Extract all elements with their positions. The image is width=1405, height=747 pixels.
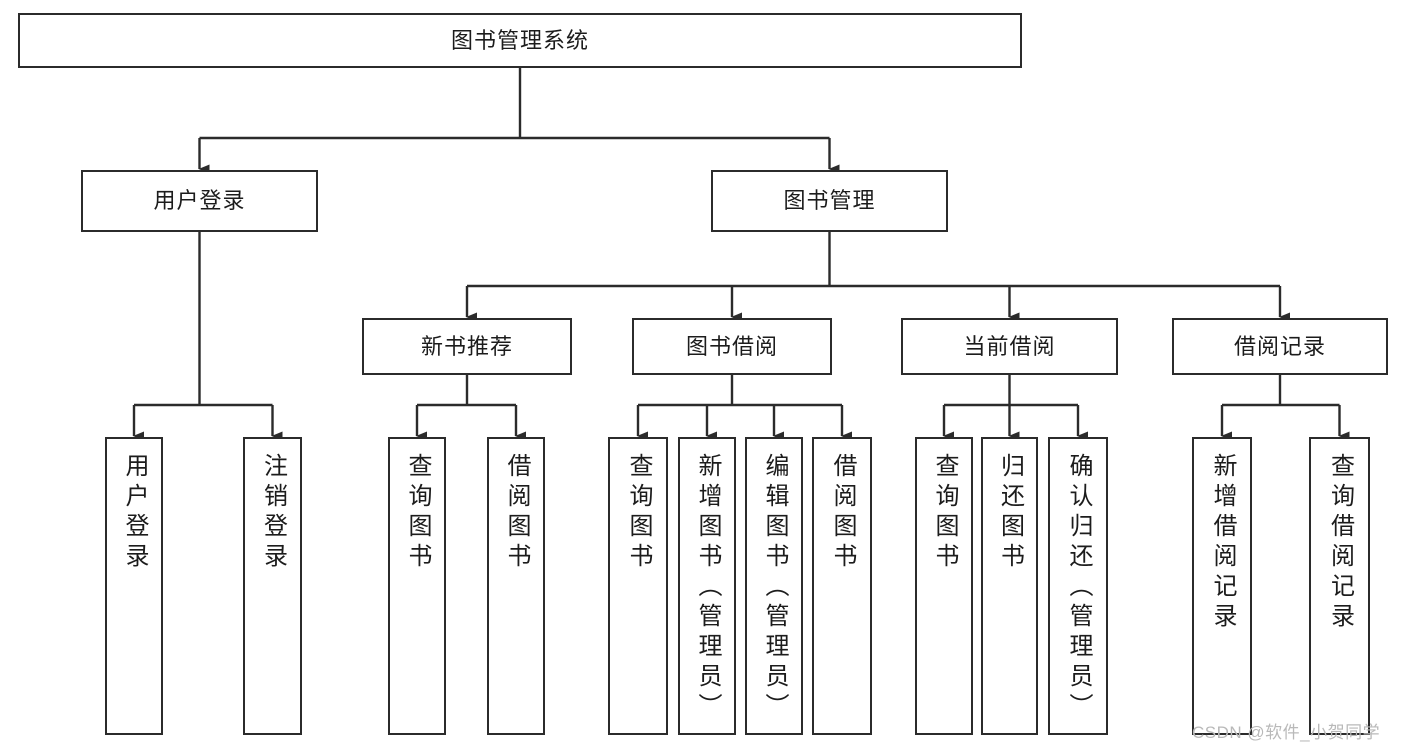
node-leaf-13[interactable]: 查询借阅记录 xyxy=(1309,437,1370,735)
node-label: 查询借阅记录 xyxy=(1326,453,1354,633)
node-root[interactable]: 图书管理系统 xyxy=(18,13,1022,68)
node-leaf-11[interactable]: 确认归还（管理员） xyxy=(1048,437,1108,735)
node-label: 借阅图书 xyxy=(503,453,530,573)
node-leaf-7[interactable]: 编辑图书（管理员） xyxy=(745,437,803,735)
node-login[interactable]: 用户登录 xyxy=(81,170,318,232)
node-label: 图书借阅 xyxy=(685,333,778,359)
node-label: 用户登录 xyxy=(121,453,148,573)
node-bookmgmt[interactable]: 图书管理 xyxy=(711,170,948,232)
node-current[interactable]: 当前借阅 xyxy=(901,318,1118,375)
node-leaf-8[interactable]: 借阅图书 xyxy=(812,437,872,735)
node-label: 当前借阅 xyxy=(963,333,1056,359)
node-newbook[interactable]: 新书推荐 xyxy=(362,318,572,375)
node-label: 新书推荐 xyxy=(420,333,513,359)
node-leaf-12[interactable]: 新增借阅记录 xyxy=(1192,437,1252,735)
node-label: 用户登录 xyxy=(153,188,246,214)
node-label: 新增借阅记录 xyxy=(1209,453,1236,633)
node-label: 图书管理系统 xyxy=(450,27,589,53)
node-label: 查询图书 xyxy=(404,453,431,573)
node-records[interactable]: 借阅记录 xyxy=(1172,318,1388,375)
node-label: 归还图书 xyxy=(996,453,1024,573)
node-borrow[interactable]: 图书借阅 xyxy=(632,318,832,375)
node-leaf-5[interactable]: 查询图书 xyxy=(608,437,668,735)
node-leaf-9[interactable]: 查询图书 xyxy=(915,437,973,735)
node-label: 借阅图书 xyxy=(829,453,856,573)
node-leaf-4[interactable]: 借阅图书 xyxy=(487,437,545,735)
node-leaf-10[interactable]: 归还图书 xyxy=(981,437,1038,735)
node-leaf-3[interactable]: 查询图书 xyxy=(388,437,446,735)
node-label: 图书管理 xyxy=(783,188,876,214)
node-label: 借阅记录 xyxy=(1233,333,1326,359)
node-label: 注销登录 xyxy=(259,453,287,573)
node-leaf-6[interactable]: 新增图书（管理员） xyxy=(678,437,736,735)
node-label: 新增图书（管理员） xyxy=(694,453,721,723)
watermark-text: CSDN @软件_小贺同学 xyxy=(1192,723,1381,742)
node-label: 查询图书 xyxy=(625,453,652,573)
node-label: 确认归还（管理员） xyxy=(1065,453,1092,723)
node-leaf-1[interactable]: 用户登录 xyxy=(105,437,163,735)
node-label: 查询图书 xyxy=(931,453,958,573)
node-label: 编辑图书（管理员） xyxy=(761,453,788,723)
node-leaf-2[interactable]: 注销登录 xyxy=(243,437,302,735)
